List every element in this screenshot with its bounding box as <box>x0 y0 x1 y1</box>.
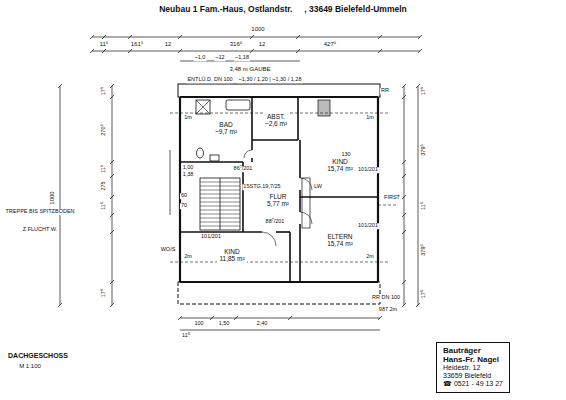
dimension-label: Z.FLUCHT W. <box>22 227 58 233</box>
room-area: ~2,6 m² <box>265 120 287 127</box>
room-label: FLUR5,77 m² <box>265 192 291 209</box>
dimension-label: 60 <box>180 193 188 199</box>
dimension-label: 270⁵ <box>101 123 107 136</box>
dimension-label: 316⁵ <box>229 41 244 47</box>
dimension-label: DACHGESCHOSS <box>7 352 69 359</box>
dimension-label: 101/201 <box>357 223 379 229</box>
room-label: KIND15,74 m² <box>325 157 355 174</box>
dimension-label: 1000 <box>250 26 265 32</box>
dimension-label: 11⁵ <box>181 333 191 339</box>
dimension-label: 17⁵ <box>421 289 427 299</box>
dimension-label: 11⁵ <box>101 164 107 174</box>
dimension-label: WO/S <box>160 247 177 253</box>
dimension-label: RR DN 100 <box>371 295 401 301</box>
dimension-label: RR <box>380 88 390 94</box>
title-block-line: 33659 Bielefeld <box>443 372 503 380</box>
dimension-label: ~1,0 <box>194 55 207 61</box>
dimension-label: 1,38 <box>182 172 195 178</box>
room-name: KIND <box>327 158 353 165</box>
dimension-label: ~12 <box>214 55 225 61</box>
title-block: BauträgerHans-Fr. NagelHeidestr. 1233659… <box>436 342 510 393</box>
dimension-label: FIRST <box>383 195 401 201</box>
dimension-label: 88⁷/201 <box>265 219 286 225</box>
dimension-label: 70 <box>180 203 188 209</box>
title-block-line: ☎ 0521 - 49 13 27 <box>443 380 503 388</box>
dimension-label: 379⁵ <box>421 243 427 256</box>
dimension-label: 17⁵ <box>101 86 107 96</box>
dimension-label: LW <box>313 184 323 190</box>
dimension-label: 11⁵ <box>99 41 110 47</box>
dimension-label: 2m <box>365 254 375 260</box>
dimension-label: 1m <box>183 115 193 121</box>
room-name: ABST. <box>265 113 287 120</box>
room-name: BAD <box>215 121 237 128</box>
room-label: BAD~9,7 m² <box>213 120 239 137</box>
room-area: 5,77 m² <box>267 200 289 207</box>
dimension-label: 2,40 <box>256 321 269 327</box>
dimension-label: 11⁵ <box>421 201 427 211</box>
title-block-line: Heidestr. 12 <box>443 364 503 372</box>
title-block-line: Bauträger <box>443 346 503 355</box>
room-name: FLUR <box>267 193 289 200</box>
dimension-label: 17⁵ <box>421 86 427 96</box>
room-label: ELTERN15,74 m² <box>325 232 355 249</box>
dimension-label: 3,48 m GAUBE <box>228 66 271 72</box>
room-name: KIND <box>219 248 244 255</box>
dimension-label: 17⁵ <box>101 288 107 298</box>
dimension-label: ~1,18 <box>234 55 250 61</box>
dimension-label: 427⁵ <box>323 41 338 47</box>
dimension-label: 1m <box>365 115 375 121</box>
dimension-label: 275 <box>101 180 107 191</box>
dimension-label: 12 <box>164 41 173 47</box>
dimension-label: 101/201 <box>357 167 379 173</box>
dimension-label: 12 <box>258 41 267 47</box>
dimension-label: 86⁷/201 <box>233 166 254 172</box>
dimension-label: 161⁵ <box>130 41 145 47</box>
dimension-label: 987 2m <box>378 307 398 313</box>
dimension-label: 1,50 <box>218 321 231 327</box>
room-label: KIND11,85 m² <box>217 247 246 264</box>
room-name: ELTERN <box>327 233 353 240</box>
room-area: ~9,7 m² <box>215 128 237 135</box>
dimension-label: 15STG.19,7/25 <box>242 184 281 190</box>
dimension-label: 11⁵ <box>101 201 107 211</box>
dimension-label: 2m <box>183 254 193 260</box>
dimension-label: 101/201 <box>200 234 222 240</box>
dimension-label: TREPPE BIS SPITZBODEN <box>4 209 75 215</box>
dimension-label: 1000 <box>49 190 55 205</box>
room-area: 15,74 m² <box>327 240 353 247</box>
dimension-label: ~1,30 / 1,20 | ~1,30 / 1,28 <box>238 77 303 83</box>
dimension-label: 1,00 <box>182 165 195 171</box>
room-label: ABST.~2,6 m² <box>263 112 289 129</box>
dimension-label: 100 <box>193 321 204 327</box>
dimension-label: M 1:100 <box>18 363 42 369</box>
dimension-label: ENTLÜ.D. DN 100 <box>186 77 233 83</box>
title-block-line: Hans-Fr. Nagel <box>443 355 503 364</box>
dimension-label: 379⁵ <box>421 143 427 156</box>
room-area: 11,85 m² <box>219 255 244 262</box>
plan-title: Neubau 1 Fam.-Haus, Ostlandstr. , 33649 … <box>159 4 407 14</box>
room-area: 15,74 m² <box>327 165 353 172</box>
